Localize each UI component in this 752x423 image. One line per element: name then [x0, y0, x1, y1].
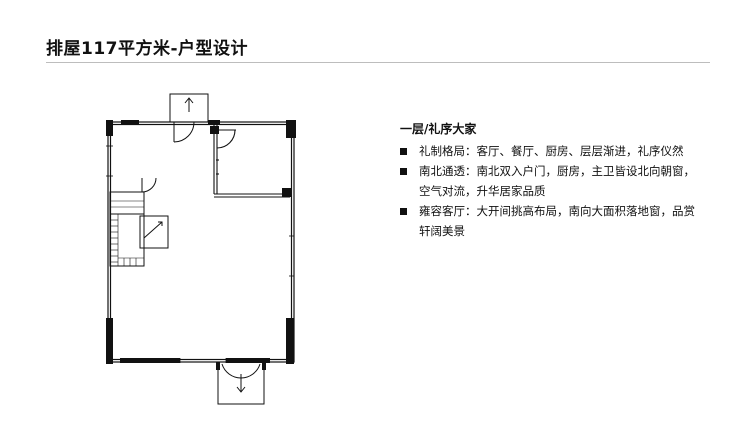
- list-item-text: 雍容客厅：大开间挑高布局，南向大面积落地窗，品赏轩阔美景: [419, 204, 695, 238]
- south-entrance-posts: [216, 362, 266, 370]
- list-item-text: 礼制格局：客厅、餐厅、厨房、层层渐进，礼序仪然: [419, 144, 684, 158]
- list-item: 礼制格局：客厅、餐厅、厨房、层层渐进，礼序仪然: [400, 141, 700, 161]
- north-entrance: [169, 93, 209, 143]
- window-marks: [106, 145, 294, 363]
- floor-description: 一层/礼序大家 礼制格局：客厅、餐厅、厨房、层层渐进，礼序仪然 南北通透：南北双…: [400, 119, 700, 241]
- title-divider: [46, 62, 710, 63]
- bullet-square-icon: [400, 208, 407, 215]
- list-item-text: 南北通透：南北双入户门，厨房，主卫皆设北向朝窗，空气对流，升华居家品质: [419, 164, 695, 198]
- page-title: 排屋117平方米-户型设计: [46, 39, 249, 59]
- outer-walls: [107, 121, 295, 363]
- stair-treads: [110, 200, 144, 266]
- description-heading: 一层/礼序大家: [400, 122, 477, 136]
- bullet-square-icon: [400, 168, 407, 175]
- stair-area: [109, 177, 157, 267]
- list-item: 南北通透：南北双入户门，厨房，主卫皆设北向朝窗，空气对流，升华居家品质: [400, 161, 700, 201]
- wall-columns: [106, 120, 296, 364]
- list-item: 雍容客厅：大开间挑高布局，南向大面积落地窗，品赏轩阔美景: [400, 201, 700, 241]
- floor-plan-diagram: [106, 93, 296, 405]
- kitchen-column: [210, 126, 291, 197]
- bullet-square-icon: [400, 148, 407, 155]
- kitchen-room: [213, 124, 290, 198]
- stair-handrail: [139, 215, 169, 249]
- south-entrance: [217, 361, 265, 405]
